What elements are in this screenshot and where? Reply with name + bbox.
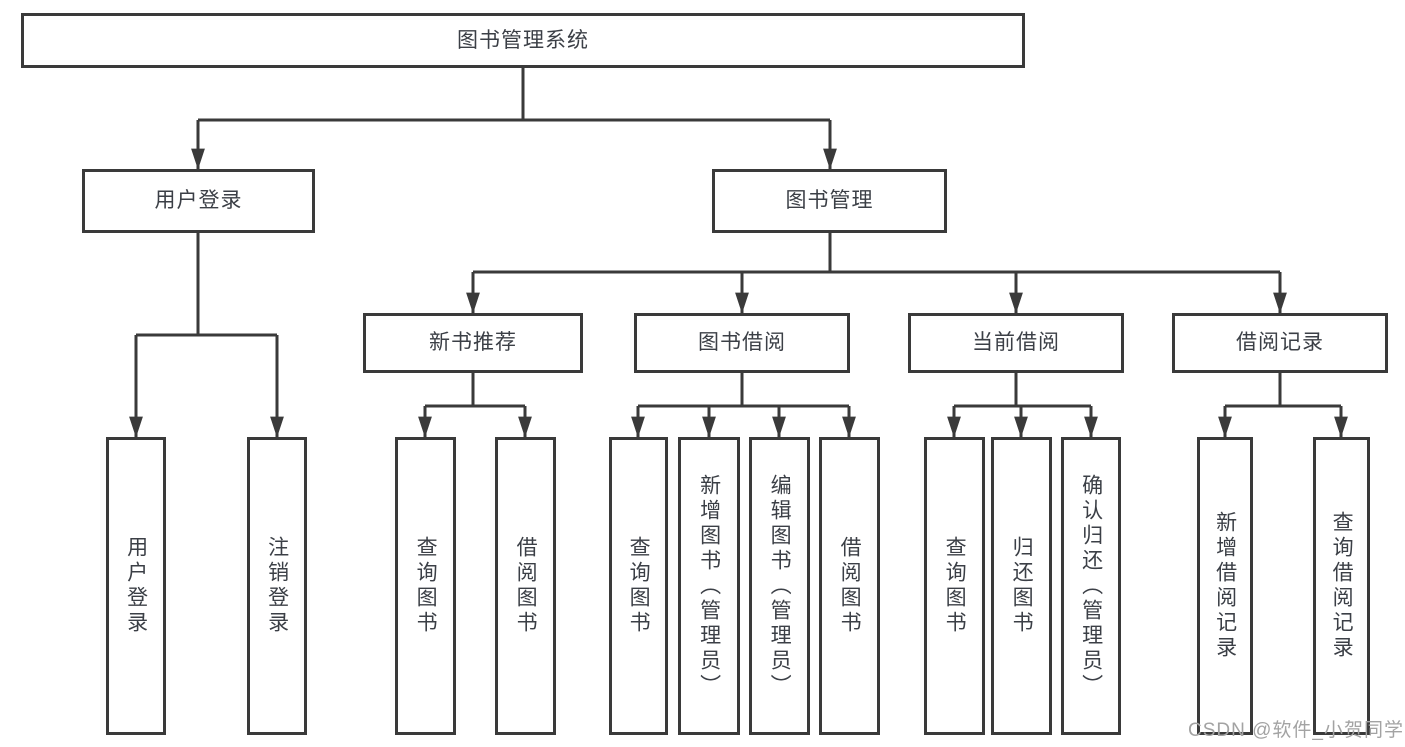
node-book-borrow: 图书借阅 <box>634 313 850 373</box>
node-leaf-confirm-return-admin: 确认归还（管理员） <box>1061 437 1121 735</box>
node-new-book-recommend: 新书推荐 <box>363 313 583 373</box>
connector-new-book-to-leaves <box>418 373 532 438</box>
node-borrow-record: 借阅记录 <box>1172 313 1388 373</box>
node-leaf-query-borrow-record: 查询借阅记录 <box>1313 437 1370 735</box>
node-current-borrow: 当前借阅 <box>908 313 1124 373</box>
node-leaf-edit-books-admin: 编辑图书（管理员） <box>749 437 810 735</box>
connector-user-login-to-leaves <box>129 233 284 438</box>
node-leaf-add-books-admin: 新增图书（管理员） <box>678 437 740 735</box>
connector-root-to-level2 <box>191 68 837 170</box>
node-leaf-logout: 注销登录 <box>247 437 307 735</box>
node-leaf-add-borrow-record: 新增借阅记录 <box>1197 437 1253 735</box>
csdn-watermark: CSDN @软件_小贺同学 <box>1188 720 1404 741</box>
connector-book-mgmt-to-level3 <box>466 233 1287 314</box>
node-leaf-query-books-current: 查询图书 <box>924 437 985 735</box>
node-leaf-borrow-books-recommend: 借阅图书 <box>495 437 556 735</box>
node-leaf-query-books-borrow: 查询图书 <box>609 437 668 735</box>
node-book-management-branch: 图书管理 <box>712 169 947 233</box>
connector-current-borrow-to-leaves <box>947 373 1098 438</box>
connector-book-borrow-to-leaves <box>631 373 856 438</box>
node-leaf-return-books: 归还图书 <box>991 437 1052 735</box>
node-leaf-query-books-recommend: 查询图书 <box>395 437 456 735</box>
connector-borrow-record-to-leaves <box>1218 373 1348 438</box>
node-leaf-borrow-books: 借阅图书 <box>819 437 880 735</box>
node-leaf-user-login: 用户登录 <box>106 437 166 735</box>
node-root-system: 图书管理系统 <box>21 13 1025 68</box>
node-user-login-branch: 用户登录 <box>82 169 315 233</box>
